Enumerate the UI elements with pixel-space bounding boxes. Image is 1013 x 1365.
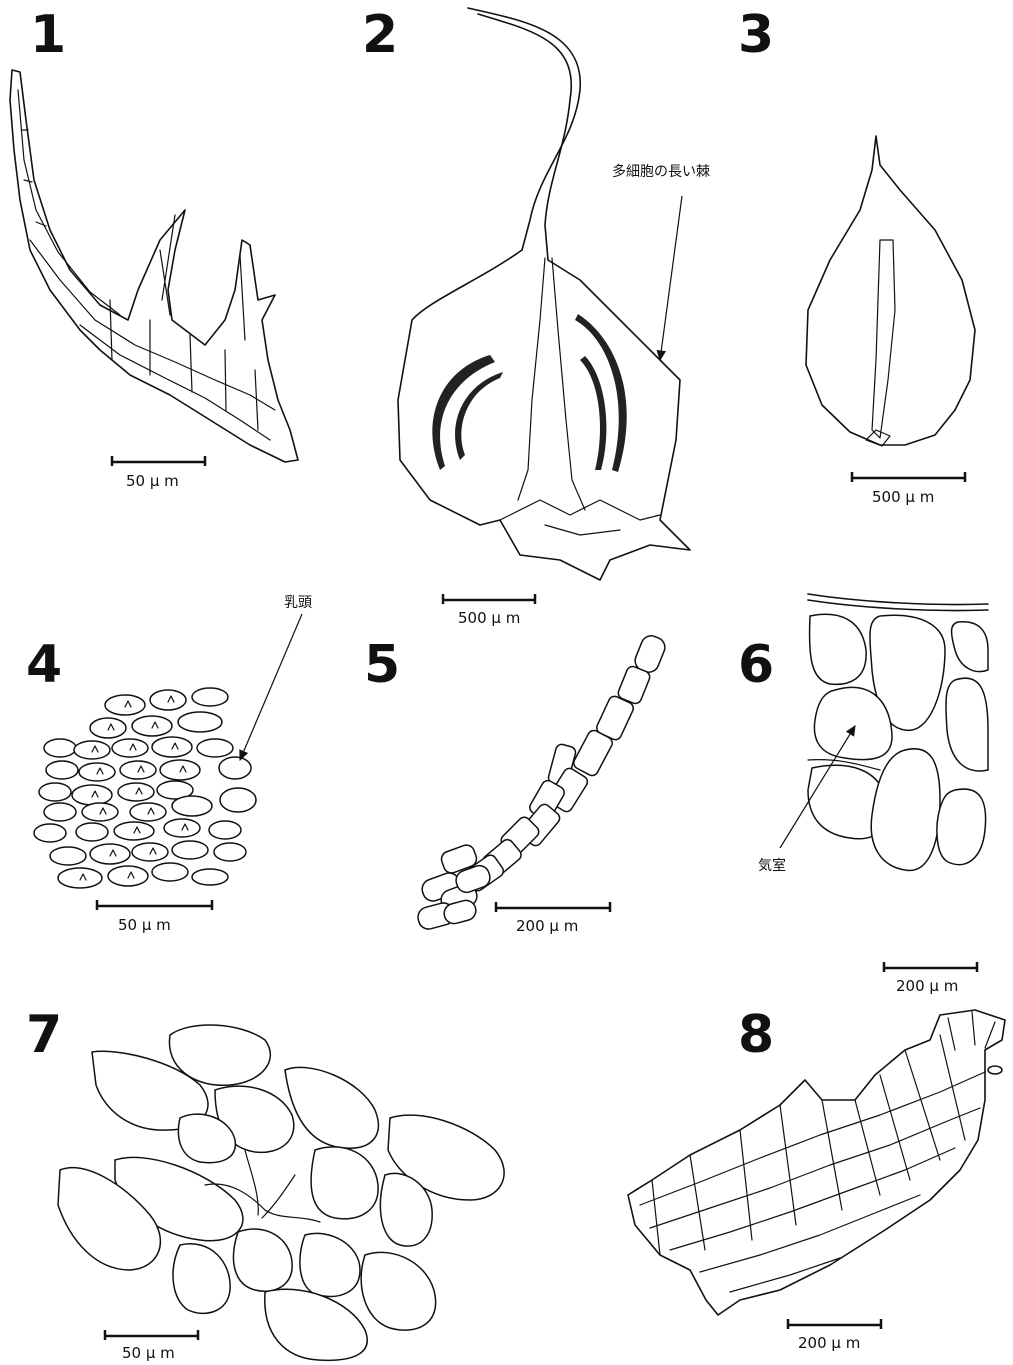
figure-7: 7 50 μ m (26, 1005, 504, 1362)
figure-2-drawing (398, 8, 690, 580)
figure-2: 2 多細胞の長い棘 500 μ m (362, 5, 710, 627)
figure-1: 1 50 μ m (10, 5, 298, 490)
figure-5-number: 5 (364, 635, 400, 695)
figure-1-number: 1 (30, 5, 66, 65)
figure-2-scale-label: 500 μ m (458, 609, 520, 627)
figure-3-scale-label: 500 μ m (872, 488, 934, 506)
figure-6-number: 6 (738, 635, 774, 695)
figure-6-drawing (808, 594, 988, 870)
figure-6-annotation: 気室 (758, 857, 786, 874)
figure-8-drawing (628, 1010, 1005, 1315)
figure-4-number: 4 (26, 635, 62, 695)
figure-7-scale-label: 50 μ m (122, 1344, 175, 1362)
figure-5-drawing (416, 633, 668, 931)
figure-5: 5 200 μ m (364, 633, 668, 935)
figure-4-drawing (34, 688, 256, 888)
figure-5-scale-label: 200 μ m (516, 917, 578, 935)
figure-1-drawing (10, 70, 298, 462)
figure-4-annotation: 乳頭 (284, 595, 312, 611)
figure-6: 6 気室 200 μ m (738, 594, 988, 995)
figure-4: 4 (26, 595, 312, 934)
figure-1-scale-label: 50 μ m (126, 472, 179, 490)
figure-3-drawing (806, 136, 975, 446)
figure-4-scale-label: 50 μ m (118, 916, 171, 934)
figure-2-annotation: 多細胞の長い棘 (612, 163, 710, 180)
figure-8: 8 200 μ m (628, 1005, 1005, 1352)
figure-2-arrow (660, 196, 682, 360)
figure-4-arrow (240, 614, 302, 760)
figure-3: 3 500 μ m (738, 5, 975, 506)
figure-7-drawing (58, 1025, 504, 1360)
figure-2-number: 2 (362, 5, 398, 65)
figure-6-scale-label: 200 μ m (896, 977, 958, 995)
figure-8-scale-label: 200 μ m (798, 1334, 860, 1352)
figure-8-number: 8 (738, 1005, 774, 1065)
figure-3-number: 3 (738, 5, 774, 65)
figure-7-number: 7 (26, 1005, 62, 1065)
